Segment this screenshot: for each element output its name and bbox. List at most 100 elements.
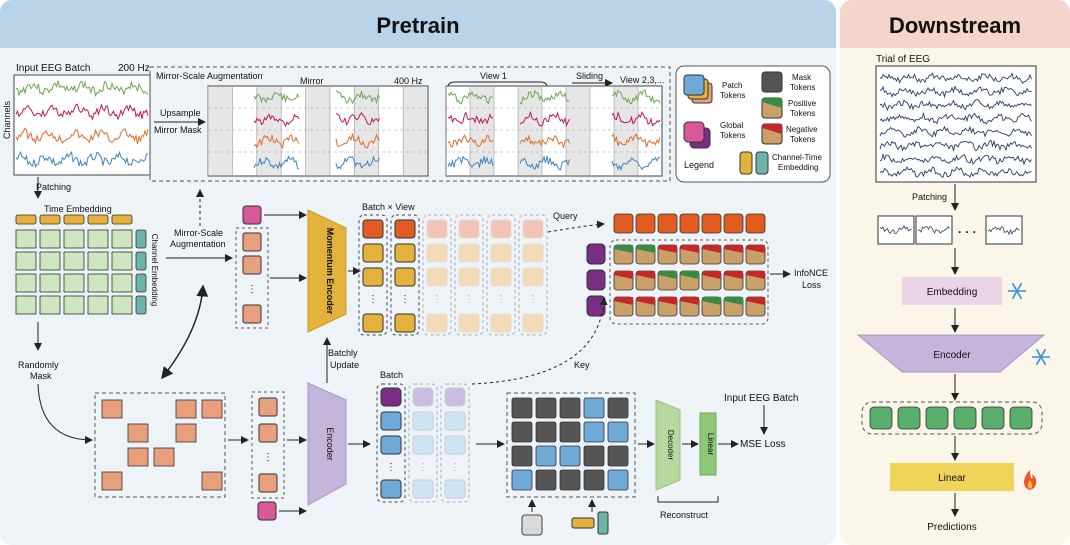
randomly-l2: Mask bbox=[30, 371, 52, 381]
mask-token bbox=[559, 421, 581, 443]
encoder-label: Encoder bbox=[325, 427, 335, 461]
patch-token bbox=[111, 295, 133, 315]
view-column bbox=[454, 214, 484, 336]
key-label: Key bbox=[574, 360, 590, 370]
patch-token bbox=[39, 251, 61, 271]
infonce-l2: Loss bbox=[802, 280, 822, 290]
patch-token bbox=[87, 273, 109, 293]
negative-marker bbox=[702, 271, 721, 279]
predictions-label: Predictions bbox=[927, 522, 976, 533]
negative-marker bbox=[614, 297, 633, 305]
negative-marker bbox=[658, 297, 677, 305]
mirror-trace bbox=[335, 155, 380, 170]
patch-token-out bbox=[412, 435, 434, 455]
momentum-encoder bbox=[307, 209, 347, 333]
legend-patch-l2: Tokens bbox=[720, 91, 745, 100]
flame-icon bbox=[1024, 470, 1037, 490]
aug-patch-token bbox=[242, 304, 262, 324]
ds-linear-label: Linear bbox=[938, 473, 966, 484]
view-trace bbox=[447, 134, 494, 148]
legend-mask-l2: Tokens bbox=[790, 83, 815, 92]
query-row-token bbox=[723, 213, 744, 234]
legend-negative-l2: Tokens bbox=[790, 135, 815, 144]
patch-token bbox=[111, 229, 133, 249]
batchly-l2: Update bbox=[330, 360, 359, 370]
masked-patch bbox=[201, 471, 223, 491]
decoder-label: Decoder bbox=[666, 430, 675, 461]
view-patch-token bbox=[490, 313, 512, 333]
patch-token bbox=[87, 251, 109, 271]
mirror-mask-band bbox=[403, 87, 428, 175]
global-token bbox=[586, 243, 606, 265]
aug-label-2: Augmentation bbox=[170, 239, 226, 249]
trial-trace bbox=[879, 99, 1032, 112]
query-tokens bbox=[613, 213, 766, 234]
channel-embedding-token bbox=[135, 273, 147, 293]
negative-marker bbox=[614, 271, 633, 279]
patch-token-out bbox=[380, 411, 402, 431]
time-embedding-token bbox=[15, 214, 37, 225]
legend-ct-l1: Channel-Time bbox=[772, 153, 822, 162]
ds-patch-trace bbox=[917, 225, 950, 234]
eeg-channel-trace bbox=[15, 127, 149, 145]
patch-token bbox=[15, 251, 37, 271]
global-token-enc bbox=[257, 501, 277, 521]
visible-token bbox=[583, 421, 605, 443]
view-trace bbox=[519, 155, 570, 171]
ds-encoder-label: Encoder bbox=[933, 350, 971, 361]
trial-eeg-signals bbox=[879, 72, 1032, 178]
patch-grid bbox=[15, 214, 147, 315]
legend-negative-l1: Negative bbox=[786, 125, 818, 134]
downstream-patches bbox=[877, 215, 1023, 245]
legend-negative-icon bbox=[761, 123, 783, 145]
legend-global-icon bbox=[683, 121, 711, 149]
patch-token bbox=[39, 273, 61, 293]
mirror-mask-band bbox=[305, 87, 330, 175]
legend-positive-l1: Positive bbox=[788, 99, 817, 108]
global-token bbox=[586, 295, 606, 317]
mse-loss-label: MSE Loss bbox=[740, 439, 786, 450]
channels-label: Channels bbox=[2, 100, 12, 139]
query-token bbox=[490, 219, 512, 239]
ds-token bbox=[1009, 406, 1033, 430]
ds-token bbox=[925, 406, 949, 430]
negative-marker bbox=[746, 271, 765, 279]
patch-token-out bbox=[444, 411, 466, 431]
view-mask-band bbox=[566, 87, 590, 175]
patch-token bbox=[87, 229, 109, 249]
trial-trace bbox=[879, 125, 1032, 138]
view-trace bbox=[519, 110, 570, 128]
channel-embedding-token bbox=[135, 295, 147, 315]
masked-patch bbox=[101, 399, 123, 419]
masked-patch bbox=[201, 399, 223, 419]
downstream-title: Downstream bbox=[889, 13, 1021, 38]
trial-trace bbox=[879, 166, 1032, 178]
aug-patch-token bbox=[242, 255, 262, 275]
input-eeg-batch2-label: Input EEG Batch bbox=[724, 393, 799, 404]
view-patch-token bbox=[490, 267, 512, 287]
view-column bbox=[422, 214, 452, 336]
patch-token-out bbox=[380, 479, 402, 499]
time-embedding-token bbox=[87, 214, 109, 225]
eeg-channel-trace bbox=[15, 103, 149, 121]
view-patch-token bbox=[522, 313, 544, 333]
batch-dots: ⋮ bbox=[418, 462, 428, 473]
patch-token-out bbox=[412, 411, 434, 431]
randomly-l1: Randomly bbox=[18, 360, 59, 370]
patch-token-out bbox=[412, 479, 434, 499]
view-patch-token bbox=[490, 243, 512, 263]
negative-marker bbox=[702, 245, 721, 253]
mirror-trace bbox=[253, 91, 300, 104]
legend-global-l2: Tokens bbox=[720, 131, 745, 140]
view-dots: ⋮ bbox=[432, 294, 442, 305]
query-row-token bbox=[701, 213, 722, 234]
mask-token bbox=[535, 469, 557, 491]
ds-token bbox=[897, 406, 921, 430]
batchly-l1: Batchly bbox=[328, 348, 358, 358]
mirror-mask-band bbox=[354, 87, 379, 175]
ds-linear bbox=[890, 463, 1014, 491]
batch-column bbox=[408, 383, 438, 503]
pretrain-linear-label: Linear bbox=[706, 433, 715, 456]
visible-token bbox=[535, 445, 557, 467]
